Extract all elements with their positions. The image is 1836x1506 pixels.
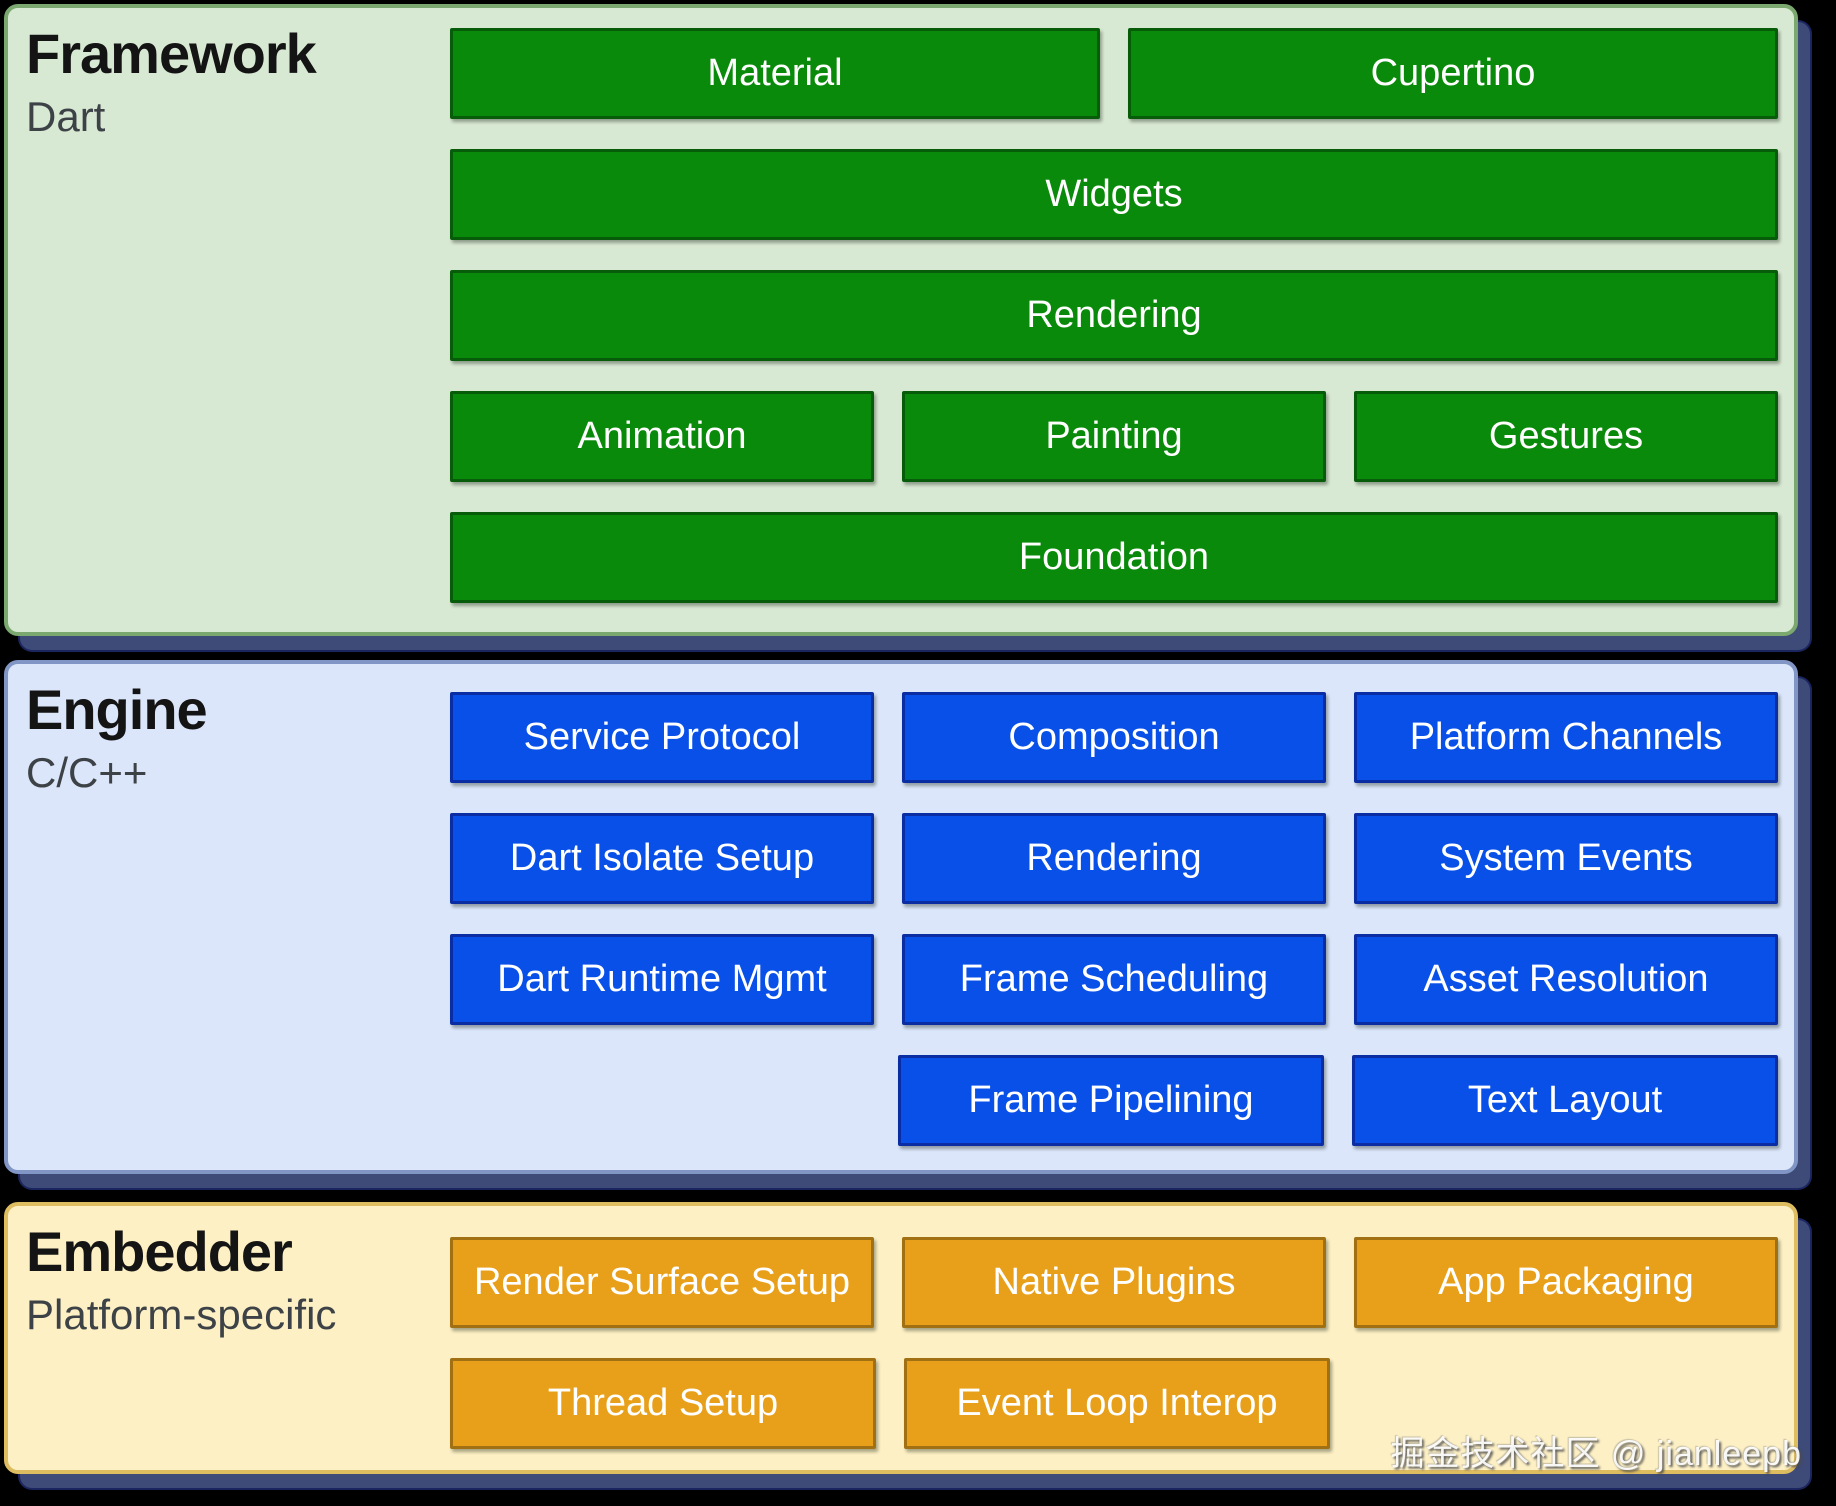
engine-box-platform-channels: Platform Channels: [1354, 692, 1778, 783]
framework-box-painting: Painting: [902, 391, 1326, 482]
framework-subtitle: Dart: [26, 93, 106, 141]
engine-box-system-events: System Events: [1354, 813, 1778, 904]
framework-box-row: Foundation: [450, 512, 1778, 603]
embedder-layer-panel: Embedder Platform-specific Render Surfac…: [4, 1202, 1798, 1474]
embedder-box-row: Render Surface Setup Native Plugins App Pa…: [450, 1237, 1778, 1328]
framework-title: Framework: [26, 22, 317, 85]
framework-box-animation: Animation: [450, 391, 874, 482]
embedder-box-native-plugins: Native Plugins: [902, 1237, 1326, 1328]
engine-box-composition: Composition: [902, 692, 1326, 783]
framework-box-row: Rendering: [450, 270, 1778, 361]
engine-title: Engine: [26, 678, 208, 741]
embedder-boxes: Render Surface Setup Native Plugins App Pa…: [450, 1237, 1778, 1449]
embedder-box-event-loop-interop: Event Loop Interop: [904, 1358, 1330, 1449]
engine-box-row: Service Protocol Composition Platform Chan…: [450, 692, 1778, 783]
framework-box-row: Material Cupertino: [450, 28, 1778, 119]
framework-box-cupertino: Cupertino: [1128, 28, 1778, 119]
embedder-box-render-surface-setup: Render Surface Setup: [450, 1237, 874, 1328]
embedder-box-row: Thread Setup Event Loop Interop: [450, 1358, 1778, 1449]
engine-box-rendering: Rendering: [902, 813, 1326, 904]
engine-box-frame-scheduling: Frame Scheduling: [902, 934, 1326, 1025]
embedder-subtitle: Platform-specific: [26, 1291, 337, 1339]
embedder-box-thread-setup: Thread Setup: [450, 1358, 876, 1449]
embedder-header: Embedder Platform-specific: [26, 1220, 336, 1339]
watermark: 掘金技术社区 @ jianleepb: [1390, 1435, 1802, 1473]
embedder-title: Embedder: [26, 1220, 293, 1283]
engine-box-asset-resolution: Asset Resolution: [1354, 934, 1778, 1025]
engine-box-row: Dart Isolate Setup Rendering System Events: [450, 813, 1778, 904]
engine-header: Engine C/C++: [26, 678, 208, 797]
framework-box-widgets: Widgets: [450, 149, 1778, 240]
framework-box-row: Widgets: [450, 149, 1778, 240]
engine-box-row: Frame Pipelining Text Layout: [450, 1055, 1778, 1146]
engine-subtitle: C/C++: [26, 749, 148, 797]
framework-box-row: Animation Painting Gestures: [450, 391, 1778, 482]
framework-box-rendering: Rendering: [450, 270, 1778, 361]
engine-box-row: Dart Runtime Mgmt Frame Scheduling Asset R…: [450, 934, 1778, 1025]
engine-boxes: Service Protocol Composition Platform Chan…: [450, 692, 1778, 1146]
framework-box-foundation: Foundation: [450, 512, 1778, 603]
engine-box-dart-runtime-mgmt: Dart Runtime Mgmt: [450, 934, 874, 1025]
engine-box-frame-pipelining: Frame Pipelining: [898, 1055, 1324, 1146]
engine-box-service-protocol: Service Protocol: [450, 692, 874, 783]
embedder-box-app-packaging: App Packaging: [1354, 1237, 1778, 1328]
framework-box-gestures: Gestures: [1354, 391, 1778, 482]
engine-layer-panel: Engine C/C++ Service Protocol Composition…: [4, 660, 1798, 1174]
engine-box-dart-isolate-setup: Dart Isolate Setup: [450, 813, 874, 904]
engine-box-text-layout: Text Layout: [1352, 1055, 1778, 1146]
framework-box-material: Material: [450, 28, 1100, 119]
framework-header: Framework Dart: [26, 22, 317, 141]
